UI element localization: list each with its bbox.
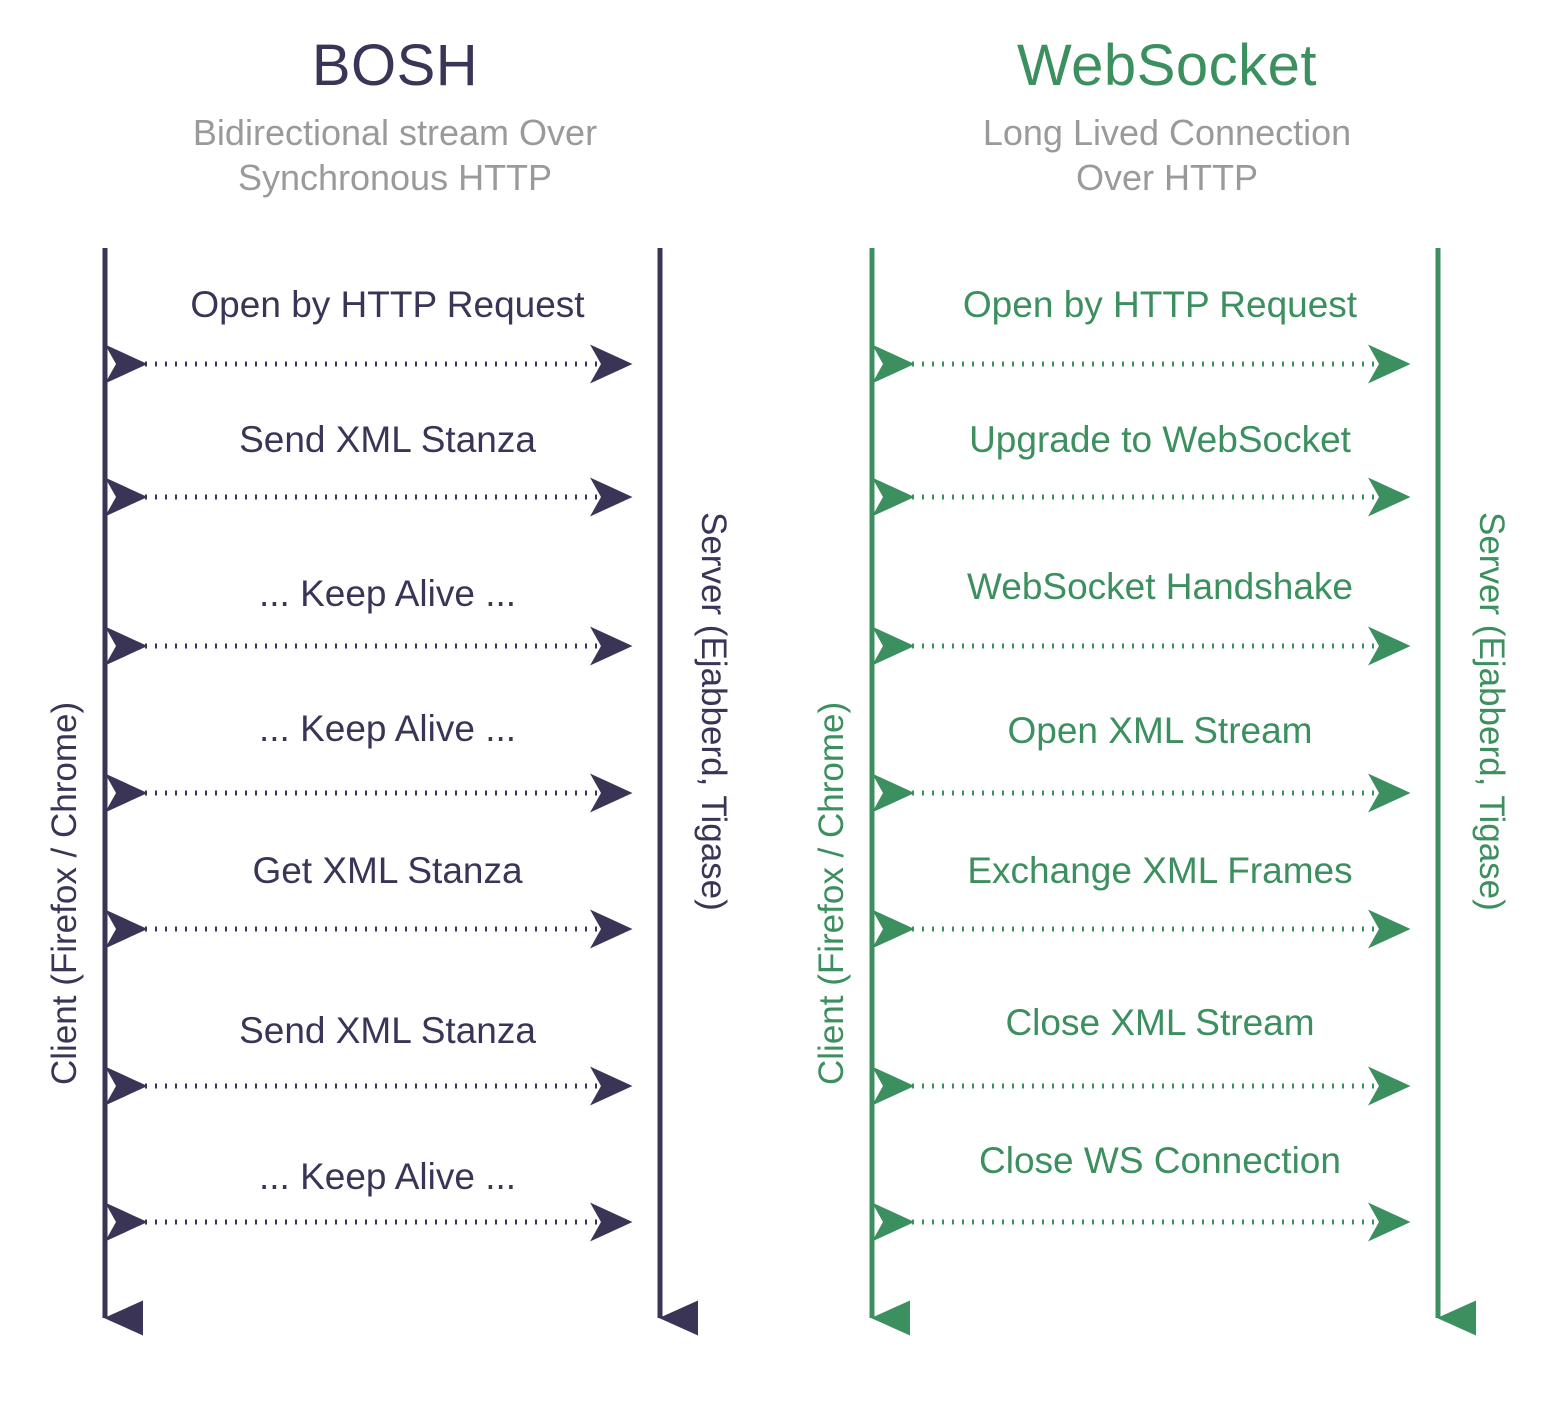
- websocket-message-label-5: Exchange XML Frames: [967, 850, 1353, 891]
- panel-subtitle-websocket-line1: Long Lived Connection: [982, 112, 1352, 153]
- websocket-message-label-4: Open XML Stream: [1007, 710, 1313, 751]
- bosh-message-label-1: Open by HTTP Request: [190, 284, 585, 325]
- bosh-message-label-3: ... Keep Alive ...: [258, 573, 517, 614]
- panel-subtitle-bosh-line1: Bidirectional stream Over: [192, 112, 598, 153]
- panel-bosh: BOSH Bidirectional stream Over Synchrono…: [0, 33, 790, 201]
- bosh-message-label-2: Send XML Stanza: [239, 419, 536, 460]
- panel-subtitle-bosh: Bidirectional stream Over Synchronous HT…: [0, 110, 790, 201]
- panel-title-bosh: BOSH: [311, 33, 479, 98]
- bosh-message-label-4: ... Keep Alive ...: [258, 708, 517, 749]
- websocket-message-label-3: WebSocket Handshake: [967, 566, 1353, 607]
- panel-subtitle-websocket-line2: Over HTTP: [1075, 157, 1258, 199]
- bosh-message-arrows: [105, 344, 633, 1242]
- lifeline-label-bosh-client: Client (Firefox / Chrome): [45, 701, 84, 1085]
- bosh-message-label-5: Get XML Stanza: [252, 850, 523, 891]
- websocket-message-label-6: Close XML Stream: [1005, 1002, 1315, 1043]
- bosh-message-label-6: Send XML Stanza: [239, 1010, 536, 1051]
- panel-subtitle-websocket: Long Lived Connection Over HTTP: [790, 110, 1544, 201]
- bosh-message-label-7: ... Keep Alive ...: [258, 1156, 517, 1197]
- websocket-message-label-7: Close WS Connection: [979, 1140, 1341, 1181]
- websocket-message-arrows: [872, 344, 1411, 1242]
- lifeline-label-bosh-server: Server (Ejabberd, Tigase): [694, 512, 733, 911]
- panel-subtitle-bosh-line2: Synchronous HTTP: [237, 157, 553, 199]
- lifeline-label-websocket-client: Client (Firefox / Chrome): [812, 701, 851, 1085]
- panel-websocket: WebSocket Long Lived Connection Over HTT…: [790, 0, 1544, 1412]
- websocket-message-label-2: Upgrade to WebSocket: [969, 419, 1351, 460]
- lifeline-label-websocket-server: Server (Ejabberd, Tigase): [1472, 512, 1511, 911]
- websocket-message-label-1: Open by HTTP Request: [962, 284, 1358, 325]
- panel-title-websocket: WebSocket: [1016, 33, 1318, 98]
